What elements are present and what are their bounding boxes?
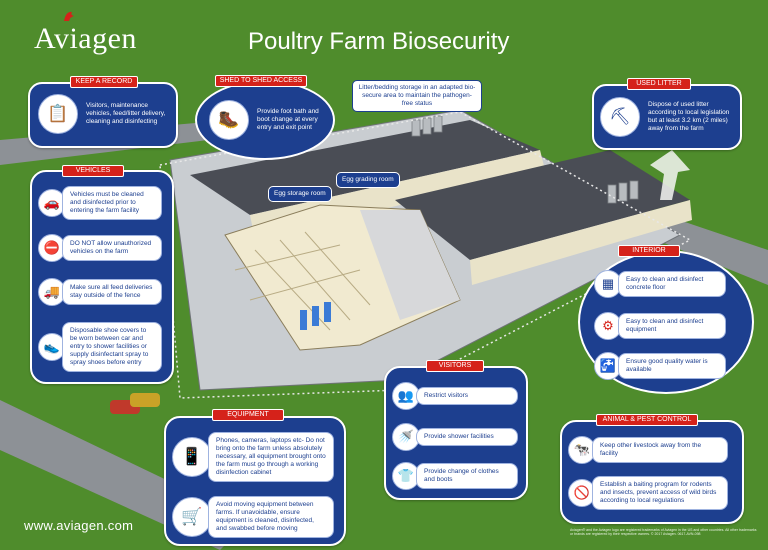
equipment-item-1: 📱 Phones, cameras, laptops etc- Do not b…	[172, 432, 334, 482]
keep-record-item: 📋 Visitors, maintenance vehicles, feed/l…	[38, 94, 172, 134]
vehicles-panel: 🚗 Vehicles must be cleaned and disinfect…	[30, 170, 174, 384]
rooster-logo-icon	[64, 11, 74, 21]
visitors-text-2: Provide shower facilities	[416, 428, 518, 446]
cart-icon: 🛒	[172, 497, 212, 537]
equipment-title: EQUIPMENT	[212, 409, 284, 421]
equipment-panel: 📱 Phones, cameras, laptops etc- Do not b…	[164, 416, 346, 546]
used-litter-arrow	[650, 150, 690, 200]
interior-text-3: Ensure good quality water is available	[618, 353, 726, 379]
used-litter-item: ⛏ Dispose of used litter according to lo…	[600, 97, 738, 137]
vehicles-item-4: 👟 Disposable shoe covers to be worn betw…	[38, 322, 162, 372]
visitors-text-3: Provide change of clothes and boots	[416, 463, 518, 489]
website-link[interactable]: www.aviagen.com	[24, 518, 134, 533]
silos	[411, 115, 639, 204]
shed-access-item: 🥾 Provide foot bath and boot change at e…	[209, 100, 327, 140]
interior-panel: ▦ Easy to clean and disinfect concrete f…	[578, 250, 754, 394]
interior-text-1: Easy to clean and disinfect concrete flo…	[618, 271, 726, 297]
animal-pest-text-1: Keep other livestock away from the facil…	[592, 437, 728, 463]
no-car-icon: ⛔	[38, 234, 66, 262]
people-icon: 👥	[392, 382, 420, 410]
visitors-text-1: Restrict visitors	[416, 387, 518, 405]
animal-pest-panel: 🐄 Keep other livestock away from the fac…	[560, 420, 744, 524]
clipboard-icon: 📋	[38, 94, 78, 134]
visitors-item-3: 👕 Provide change of clothes and boots	[392, 462, 518, 490]
shed-access-panel: 🥾 Provide foot bath and boot change at e…	[195, 80, 335, 160]
litter-storage-callout: Litter/bedding storage in an adapted bio…	[352, 80, 482, 112]
animal-pest-title: ANIMAL & PEST CONTROL	[596, 414, 698, 426]
water-tap-icon: 🚰	[594, 352, 622, 380]
vehicles-title: VEHICLES	[62, 165, 124, 177]
brand-logo: Aviagen	[34, 22, 137, 55]
visitors-item-1: 👥 Restrict visitors	[392, 382, 518, 410]
building-wall-grey	[360, 210, 460, 320]
clothes-icon: 👕	[392, 462, 420, 490]
used-litter-title: USED LITTER	[627, 78, 691, 90]
vehicles-item-2: ⛔ DO NOT allow unauthorized vehicles on …	[38, 234, 162, 262]
egg-grading-room-label: Egg grading room	[336, 172, 400, 188]
shower-icon: 🚿	[392, 423, 420, 451]
equipment-text-1: Phones, cameras, laptops etc- Do not bri…	[208, 432, 334, 482]
vehicles-item-3: 🚚 Make sure all feed deliveries stay out…	[38, 278, 162, 306]
shed-roof-2	[395, 150, 690, 260]
animal-pest-item-2: 🚫 Establish a baiting program for rodent…	[568, 476, 728, 510]
vehicles-text-4: Disposable shoe covers to be worn betwee…	[62, 322, 162, 372]
page-title: Poultry Farm Biosecurity	[248, 28, 510, 55]
shoe-cover-icon: 👟	[38, 333, 66, 361]
vehicles-text-2: DO NOT allow unauthorized vehicles on th…	[62, 235, 162, 261]
perimeter-fence	[159, 111, 692, 399]
keep-record-panel: 📋 Visitors, maintenance vehicles, feed/l…	[28, 82, 178, 148]
car-wash-icon: 🚗	[38, 189, 66, 217]
interior-item-3: 🚰 Ensure good quality water is available	[594, 352, 726, 380]
keep-record-title: KEEP A RECORD	[70, 76, 138, 88]
no-rodent-icon: 🚫	[568, 479, 596, 507]
visitors-panel: 👥 Restrict visitors 🚿 Provide shower fac…	[384, 366, 528, 500]
used-litter-text: Dispose of used litter according to loca…	[648, 101, 730, 132]
animal-pest-item-1: 🐄 Keep other livestock away from the fac…	[568, 436, 728, 464]
vehicles-text-3: Make sure all feed deliveries stay outsi…	[62, 279, 162, 305]
interior-title: INTERIOR	[618, 245, 680, 257]
animal-pest-text-2: Establish a baiting program for rodents …	[592, 476, 728, 510]
equipment-text-2: Avoid moving equipment between farms. If…	[208, 496, 334, 538]
shed-access-text: Provide foot bath and boot change at eve…	[257, 108, 319, 131]
visitors-title: VISITORS	[426, 360, 484, 372]
visitors-item-2: 🚿 Provide shower facilities	[392, 423, 518, 451]
interior-item-2: ⚙ Easy to clean and disinfect equipment	[594, 312, 726, 340]
vehicles-text-1: Vehicles must be cleaned and disinfected…	[62, 186, 162, 220]
equipment-item-2: 🛒 Avoid moving equipment between farms. …	[172, 496, 334, 538]
shower-stalls	[300, 302, 331, 330]
shed-access-title: SHED TO SHED ACCESS	[215, 75, 307, 87]
vehicles-item-1: 🚗 Vehicles must be cleaned and disinfect…	[38, 186, 162, 220]
shovel-icon: ⛏	[600, 97, 640, 137]
foot-bath-icon: 🥾	[209, 100, 249, 140]
keep-record-text: Visitors, maintenance vehicles, feed/lit…	[86, 102, 166, 125]
interior-item-1: ▦ Easy to clean and disinfect concrete f…	[594, 270, 726, 298]
used-litter-panel: ⛏ Dispose of used litter according to lo…	[592, 84, 742, 150]
shed-wall-2	[470, 200, 692, 285]
phone-icon: 📱	[172, 437, 212, 477]
fine-print: Aviagen® and the Aviagen logo are regist…	[570, 528, 757, 536]
livestock-icon: 🐄	[568, 436, 596, 464]
interior-text-2: Easy to clean and disinfect equipment	[618, 313, 726, 339]
egg-storage-room-label: Egg storage room	[268, 186, 332, 202]
parked-cars	[110, 393, 160, 414]
